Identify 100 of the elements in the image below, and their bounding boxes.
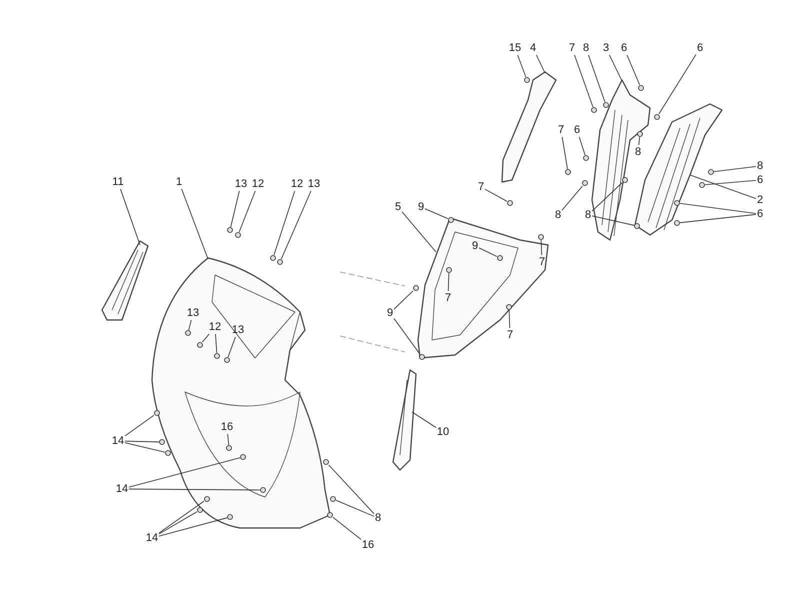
callout-number: 4 (530, 42, 536, 54)
callout-number: 2 (756, 194, 764, 206)
leader-line (332, 516, 362, 540)
inner-frame (417, 217, 549, 359)
side-trim-strip (392, 369, 417, 471)
leader-line (562, 136, 568, 170)
screw-icon (323, 459, 329, 465)
screw-icon (622, 177, 628, 183)
leader-line (394, 290, 414, 310)
leader-line (336, 500, 374, 517)
curved-trim-strip (501, 71, 557, 183)
leader-line (328, 464, 374, 514)
leader-line (680, 214, 756, 224)
screw-icon (674, 220, 680, 226)
leader-line (230, 190, 240, 228)
callout-number: 12 (208, 321, 222, 333)
screw-icon (583, 155, 589, 161)
leader-line (238, 190, 256, 232)
leader-line (517, 54, 526, 78)
screw-icon (235, 232, 241, 238)
screw-icon (638, 85, 644, 91)
callout-number: 16 (362, 539, 374, 551)
screw-icon (277, 259, 283, 265)
leader-line (609, 54, 622, 82)
callout-number: 6 (620, 42, 628, 54)
grille-panel (634, 103, 723, 236)
callout-number: 9 (472, 240, 478, 252)
callout-number: 9 (386, 307, 394, 319)
callout-number: 8 (756, 160, 764, 172)
callout-number: 13 (186, 307, 200, 319)
screw-icon (637, 131, 643, 137)
callout-number: 7 (558, 124, 564, 136)
callout-number: 8 (582, 42, 590, 54)
callout-number: 3 (602, 42, 610, 54)
screw-icon (154, 410, 160, 416)
leader-line (124, 442, 166, 453)
callout-number: 7 (538, 256, 546, 268)
callout-number: 5 (394, 201, 402, 213)
leader-line (128, 457, 240, 488)
callout-number: 8 (584, 209, 592, 221)
callout-number: 15 (508, 42, 522, 54)
leader-line (215, 334, 218, 354)
callout-number: 1 (176, 176, 182, 188)
screw-icon (654, 114, 660, 120)
callout-number: 7 (478, 181, 484, 193)
callout-number: 7 (444, 292, 452, 304)
callout-number: 16 (220, 421, 234, 433)
callout-number: 7 (506, 329, 514, 341)
screw-icon (197, 507, 203, 513)
callout-number: 13 (232, 324, 244, 336)
leader-line (704, 180, 756, 186)
leader-line (562, 186, 583, 211)
leader-line (540, 240, 542, 256)
leader-line (124, 440, 160, 442)
screw-icon (330, 496, 336, 502)
screw-icon (507, 200, 513, 206)
screw-icon (159, 439, 165, 445)
leader-line (714, 166, 756, 172)
screw-icon (524, 77, 530, 83)
screw-icon (582, 180, 588, 186)
callout-number: 6 (756, 174, 764, 186)
screw-icon (699, 182, 705, 188)
leader-line (280, 190, 312, 260)
leader-line (412, 412, 436, 428)
screw-icon (165, 450, 171, 456)
callout-number: 6 (756, 208, 764, 220)
leader-line (578, 136, 586, 156)
leader-line (680, 203, 756, 214)
leader-line (228, 336, 236, 358)
leader-line (690, 174, 756, 199)
leader-line (158, 500, 204, 534)
leader-line (592, 216, 634, 226)
grille-panel (591, 79, 651, 241)
screw-icon (327, 512, 333, 518)
leader-line (188, 320, 192, 330)
callout-number: 14 (146, 532, 158, 544)
leader-line (508, 310, 510, 328)
screw-icon (538, 234, 544, 240)
callout-number: 13 (234, 178, 248, 190)
leader-line (227, 434, 230, 446)
leader-line (658, 54, 696, 114)
leader-line (158, 517, 228, 537)
leader-line (588, 54, 606, 102)
leader-line (394, 318, 420, 354)
screw-icon (708, 169, 714, 175)
callout-number: 12 (290, 178, 304, 190)
leader-line (574, 54, 594, 108)
leader-line (124, 414, 154, 436)
screw-icon (565, 169, 571, 175)
leader-line (202, 334, 210, 342)
screw-icon (603, 102, 609, 108)
callout-number: 8 (374, 512, 382, 524)
leader-line (402, 211, 436, 252)
leader-line (424, 208, 448, 220)
leader-line (626, 54, 640, 86)
leader-line (592, 182, 622, 212)
leader-line (536, 54, 546, 74)
leader-line (484, 188, 508, 202)
callout-number: 7 (568, 42, 576, 54)
callout-number: 6 (574, 124, 580, 136)
